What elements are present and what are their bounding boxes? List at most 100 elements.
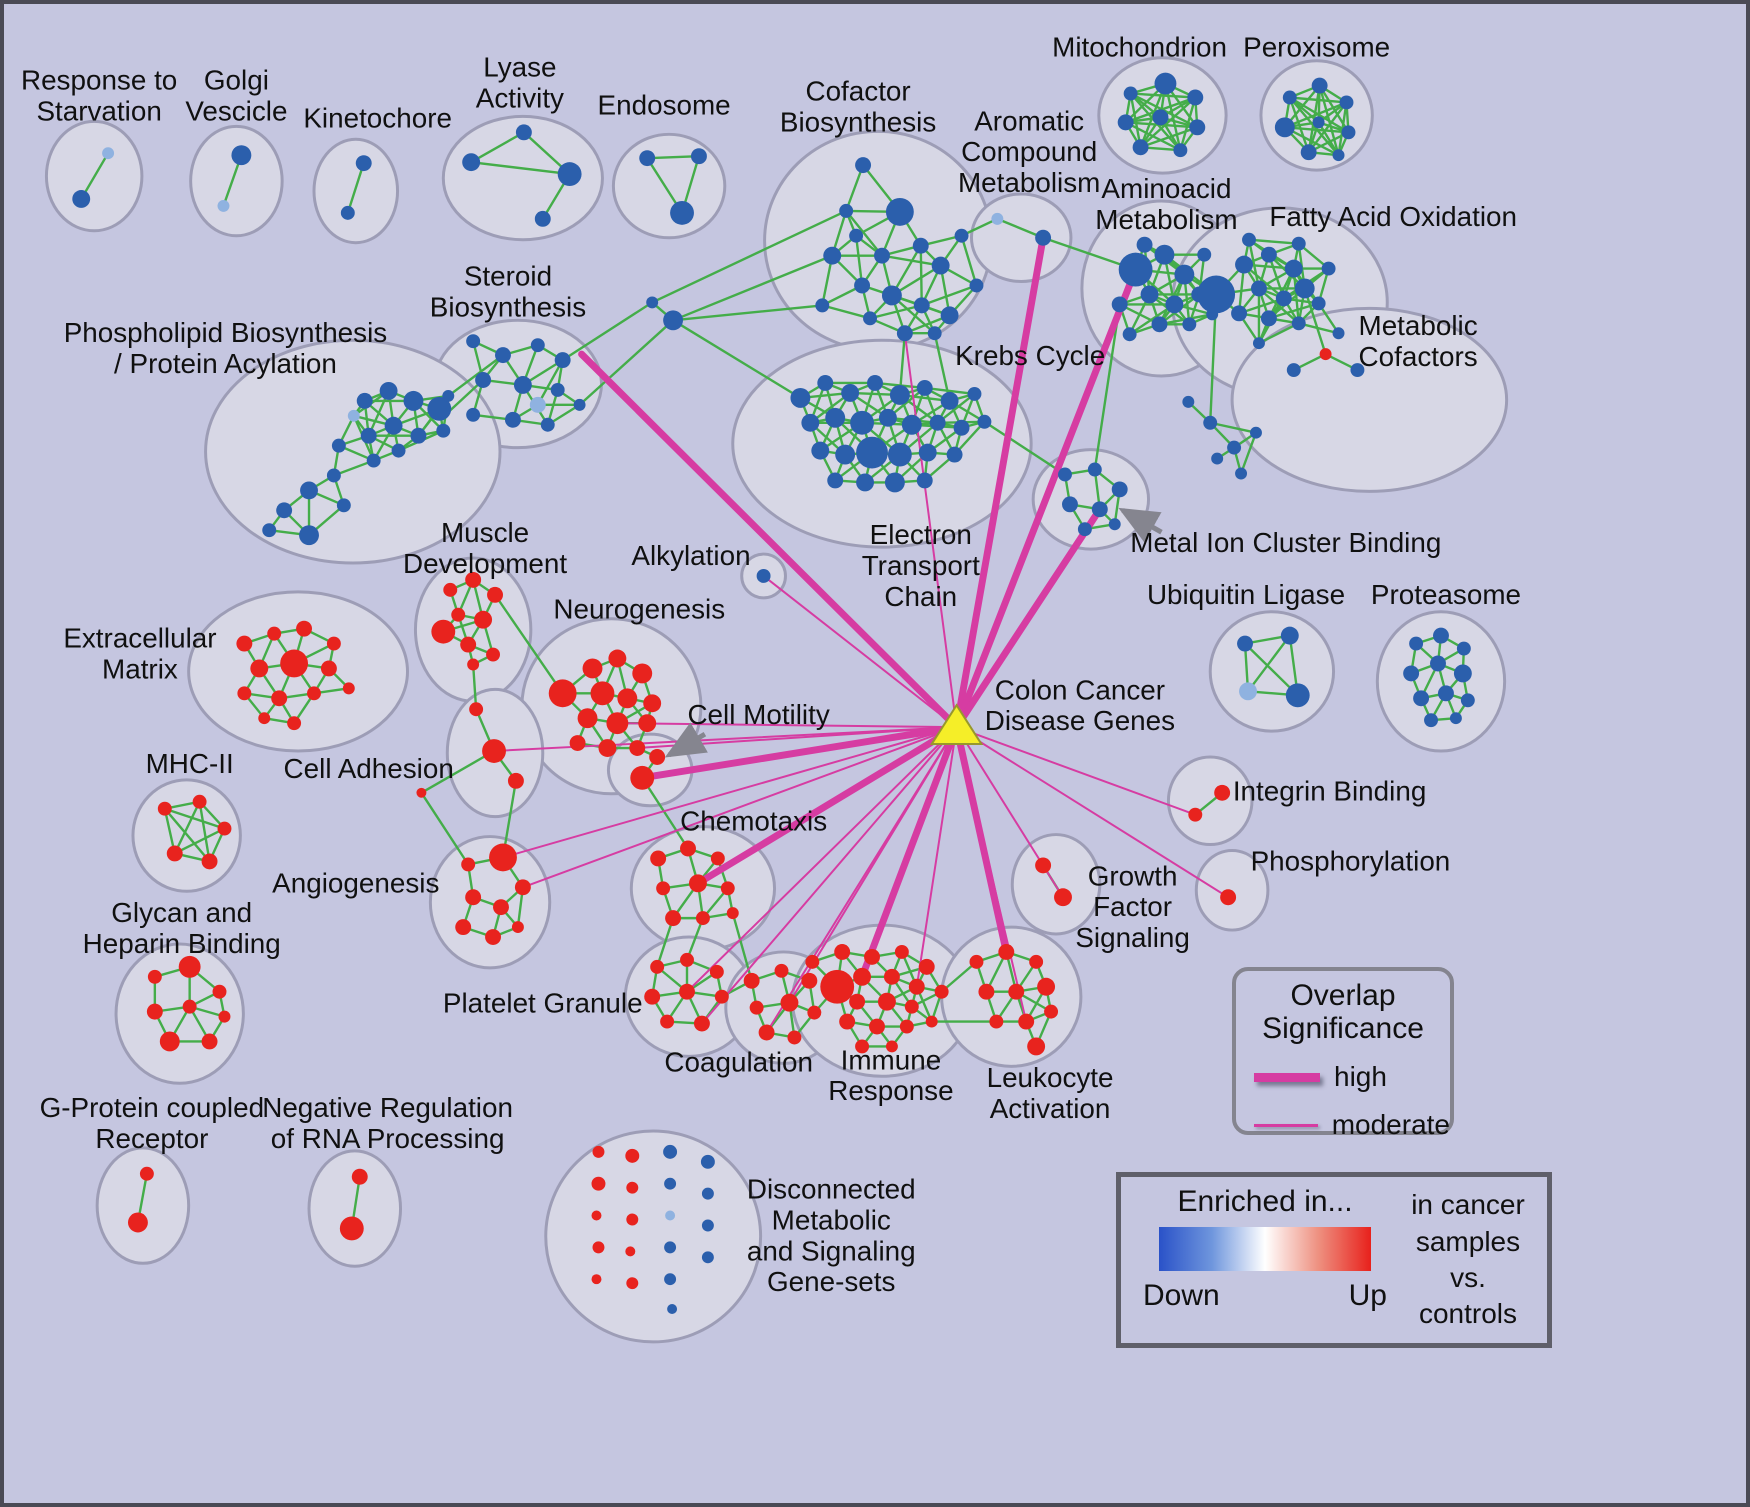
gene-set-node-extracellular-matrix (280, 649, 309, 678)
gene-set-node-platelet-granule (650, 959, 665, 974)
gene-set-overlap-edge (420, 749, 496, 794)
gene-set-node-leukocyte-activation (969, 954, 984, 969)
gene-set-node-cofactor-biosynthesis (954, 228, 969, 243)
gene-set-node-phospholipid-biosynthesis (299, 525, 319, 546)
disease-overlap-edge-moderate (521, 726, 958, 889)
gene-set-node-phospholipid-biosynthesis (326, 468, 341, 483)
gene-set-node-extracellular-matrix (287, 716, 302, 731)
cluster-label-integrin-binding: Integrin Binding (1233, 776, 1427, 807)
gene-set-overlap-edge (844, 163, 865, 213)
gene-set-node-disconnected-gene-sets (626, 1213, 639, 1226)
gene-set-node-mhc-ii (157, 801, 172, 816)
gene-set-node-metabolic-cofactors (1227, 440, 1242, 455)
gene-set-node-steroid-biosynthesis (466, 407, 481, 422)
gene-set-overlap-edge (923, 386, 976, 396)
annotation-arrow (1118, 507, 1163, 543)
gene-set-node-mhc-ii (192, 794, 207, 809)
gene-set-node-mitochondrion (1123, 86, 1138, 101)
gene-set-node-neurogenesis (632, 663, 653, 684)
gene-set-overlap-edge (920, 284, 978, 307)
gene-set-node-krebs-cycle-etc (916, 379, 933, 396)
cluster-label-ubiquitin-ligase: Ubiquitin Ligase (1147, 579, 1345, 610)
gene-set-node-krebs-cycle-etc (946, 446, 963, 463)
gene-set-node-peroxisome (1274, 117, 1295, 138)
gene-set-node-coagulation (758, 1024, 775, 1041)
gene-set-node-cofactor-biosynthesis (874, 247, 890, 264)
gene-set-node-chemotaxis (650, 850, 667, 867)
gene-set-node-extracellular-matrix (271, 690, 288, 707)
cluster-label-kinetochore: Kinetochore (303, 102, 452, 133)
gene-set-node-immune-response (904, 999, 919, 1014)
inter-cluster-edge (561, 301, 654, 362)
cluster-ellipse-integrin-binding (1166, 755, 1254, 847)
gene-set-node-neurogenesis (643, 694, 662, 713)
gene-set-node-phospholipid-biosynthesis (331, 438, 346, 453)
gene-set-node-cell-adhesion (469, 702, 484, 717)
gene-set-node-disconnected-gene-sets (701, 1187, 714, 1200)
gene-set-node-muscle-development (460, 636, 477, 653)
gene-set-node-immune-response (855, 1039, 870, 1054)
gene-set-node-metabolic-cofactors (1203, 415, 1218, 430)
gene-set-node-disconnected-gene-sets (667, 1304, 678, 1315)
gene-set-node-mhc-ii (166, 845, 183, 862)
overlap-legend-title-line2: Significance (1262, 1012, 1424, 1045)
gene-set-node-cofactor-biosynthesis (912, 237, 929, 254)
gene-set-overlap-edge (1209, 421, 1258, 434)
gene-set-node-disconnected-gene-sets (591, 1176, 606, 1191)
cluster-label-metal-ion-cluster-binding: Metal Ion Cluster Binding (1130, 527, 1441, 558)
gene-set-node-glycan-heparin-binding (146, 1003, 163, 1020)
gene-set-node-growth-factor-signaling (1035, 857, 1052, 874)
cluster-label-cell-adhesion: Cell Adhesion (284, 753, 454, 784)
inter-cluster-edge (447, 353, 505, 398)
gene-set-node-muscle-development (474, 610, 493, 629)
gene-set-node-neurogenesis (638, 714, 657, 733)
gene-set-node-immune-response (883, 968, 900, 985)
gene-set-node-coagulation (787, 1030, 802, 1045)
gene-set-node-aminoacid-metabolism (1140, 285, 1159, 304)
moderate-significance-label: moderate (1331, 1109, 1450, 1140)
gene-set-node-immune-response (805, 954, 820, 969)
cluster-ellipse-endosome (611, 132, 727, 240)
gene-set-node-lyase-activity (462, 153, 481, 172)
gene-set-node-disconnected-gene-sets (591, 1210, 602, 1221)
gene-set-node-proteasome (1460, 693, 1475, 708)
gene-set-overlap-edge (1239, 431, 1258, 475)
disease-overlap-edge-moderate (903, 332, 958, 729)
gene-set-node-cofactor-biosynthesis (896, 325, 913, 342)
gene-set-node-angiogenesis (511, 921, 524, 934)
gene-set-node-mhc-ii (201, 853, 218, 870)
gene-set-node-glycan-heparin-binding (147, 969, 162, 984)
inter-cluster-edge (671, 254, 834, 322)
gene-set-node-immune-response (894, 944, 909, 959)
gene-set-node-krebs-cycle-etc (889, 384, 910, 405)
gene-set-node-metal-ion-cluster-binding (1058, 467, 1072, 482)
gene-set-node-integrin-binding (1214, 784, 1231, 801)
gene-set-node-aminoacid-metabolism (1136, 236, 1153, 253)
gene-set-node-krebs-cycle-etc (801, 413, 820, 432)
legend-row-moderate: moderate (1254, 1109, 1450, 1141)
gene-set-node-neurogenesis (548, 679, 577, 708)
inter-cluster-edge (471, 663, 478, 711)
gene-set-node-fatty-acid-oxidation (1231, 305, 1248, 322)
gene-set-node-extracellular-matrix (296, 620, 313, 637)
gene-set-node-krebs-cycle-etc (967, 386, 982, 401)
gene-set-node-angiogenesis (485, 929, 501, 945)
disease-overlap-edge-moderate (955, 726, 1028, 1023)
gene-set-node-krebs-cycle-etc (940, 391, 959, 410)
gene-set-node-leukocyte-activation (989, 1014, 1004, 1029)
gene-set-node-cell-adhesion (416, 787, 427, 798)
inter-cluster-edge (1093, 303, 1121, 471)
gene-set-node-neurogenesis (590, 681, 615, 706)
gene-set-overlap-edge (163, 807, 226, 830)
gene-set-node-cofactor-biosynthesis (940, 306, 959, 325)
gene-set-node-disconnected-gene-sets (625, 1246, 636, 1257)
gene-set-node-leukocyte-activation (1018, 1013, 1035, 1030)
gene-set-overlap-edge (960, 234, 978, 287)
gene-set-overlap-edge (163, 807, 211, 863)
gene-set-node-neurogenesis (577, 708, 598, 729)
